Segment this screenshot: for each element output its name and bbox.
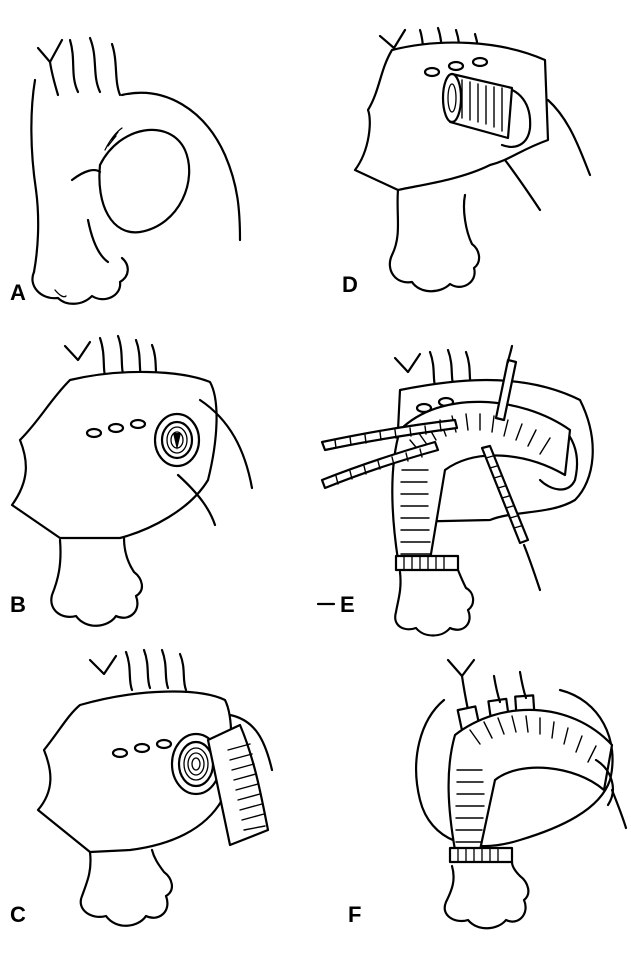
panel-c-label: C (10, 902, 26, 927)
panel-d-aorta-drawing (355, 28, 590, 291)
panel-a-label: A (10, 280, 26, 305)
panel-b-aorta-drawing (12, 336, 252, 626)
panel-b: B (10, 336, 252, 626)
panel-a: A (10, 38, 240, 305)
panel-a-aorta-drawing (31, 38, 240, 304)
panel-e-label: E (340, 592, 355, 617)
panel-b-label: B (10, 592, 26, 617)
panel-f: F (348, 660, 626, 928)
panel-f-aorta-drawing (416, 660, 626, 928)
panel-c: C (10, 650, 272, 927)
panel-d: D (342, 28, 590, 297)
panel-d-label: D (342, 272, 358, 297)
panel-e-aorta-drawing (322, 346, 593, 636)
panel-e: E (318, 346, 593, 636)
panel-c-aorta-drawing (38, 650, 272, 926)
panel-f-label: F (348, 902, 361, 927)
